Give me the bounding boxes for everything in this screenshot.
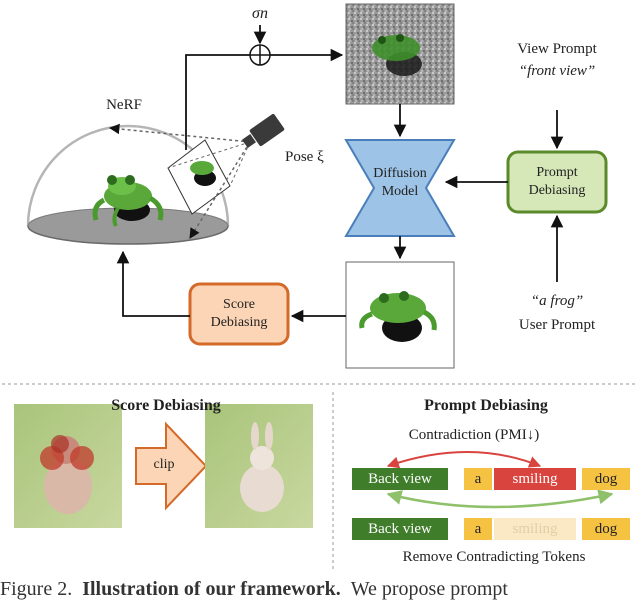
clip-arrow-icon	[135, 421, 208, 511]
contradiction-label: Contradiction (PMI↓)	[408, 427, 540, 443]
token-back-view	[352, 468, 448, 490]
bunny-after-image	[205, 404, 313, 528]
frog-3d-icon	[92, 175, 164, 227]
noise-add-icon	[249, 44, 271, 66]
figure-caption: Figure 2. Illustration of our framework.…	[0, 578, 508, 600]
row1-token-dog: dog	[594, 471, 618, 487]
row1-token-a: a	[474, 471, 482, 487]
camera-icon	[242, 113, 285, 148]
token-smiling	[494, 468, 576, 490]
user-prompt-value: “a frog”	[530, 293, 584, 309]
token-dog	[582, 518, 630, 540]
token-row-1	[352, 468, 630, 490]
token-a	[464, 468, 492, 490]
prompt-debiasing-title: Prompt Debiasing	[424, 397, 548, 414]
noisy-frog-image	[345, 3, 455, 105]
row1-token-smiling: smiling	[512, 471, 558, 487]
score-debiasing-box	[188, 282, 290, 346]
diffusion-model-block	[344, 139, 456, 237]
nerf-label: NeRF	[106, 97, 142, 113]
row2-token-a: a	[474, 521, 482, 537]
token-relation-arrows	[386, 451, 614, 509]
token-row-2	[352, 518, 630, 540]
token-back-view	[352, 518, 448, 540]
token-a	[464, 518, 492, 540]
score-debiasing-title: Score Debiasing	[111, 397, 221, 414]
view-prompt-value: “front view”	[518, 63, 596, 79]
token-dog	[582, 468, 630, 490]
bunny-before-image	[14, 404, 122, 528]
row2-token-back-view: Back view	[368, 521, 432, 537]
user-prompt-label: User Prompt	[518, 317, 596, 333]
flow-arrows	[116, 25, 564, 323]
row2-token-dog: dog	[594, 521, 618, 537]
clip-label: clip	[153, 457, 175, 472]
row1-token-back-view: Back view	[368, 471, 432, 487]
pose-view-plane	[108, 123, 251, 239]
token-smiling-removed	[494, 518, 576, 540]
view-prompt-label: View Prompt	[517, 41, 597, 57]
sigma-n-label: σn	[252, 5, 268, 22]
remove-tokens-label: Remove Contradicting Tokens	[402, 549, 586, 565]
denoised-frog-image	[345, 261, 455, 369]
pose-label: Pose ξ	[285, 149, 324, 165]
row2-token-smiling: smiling	[512, 521, 558, 537]
